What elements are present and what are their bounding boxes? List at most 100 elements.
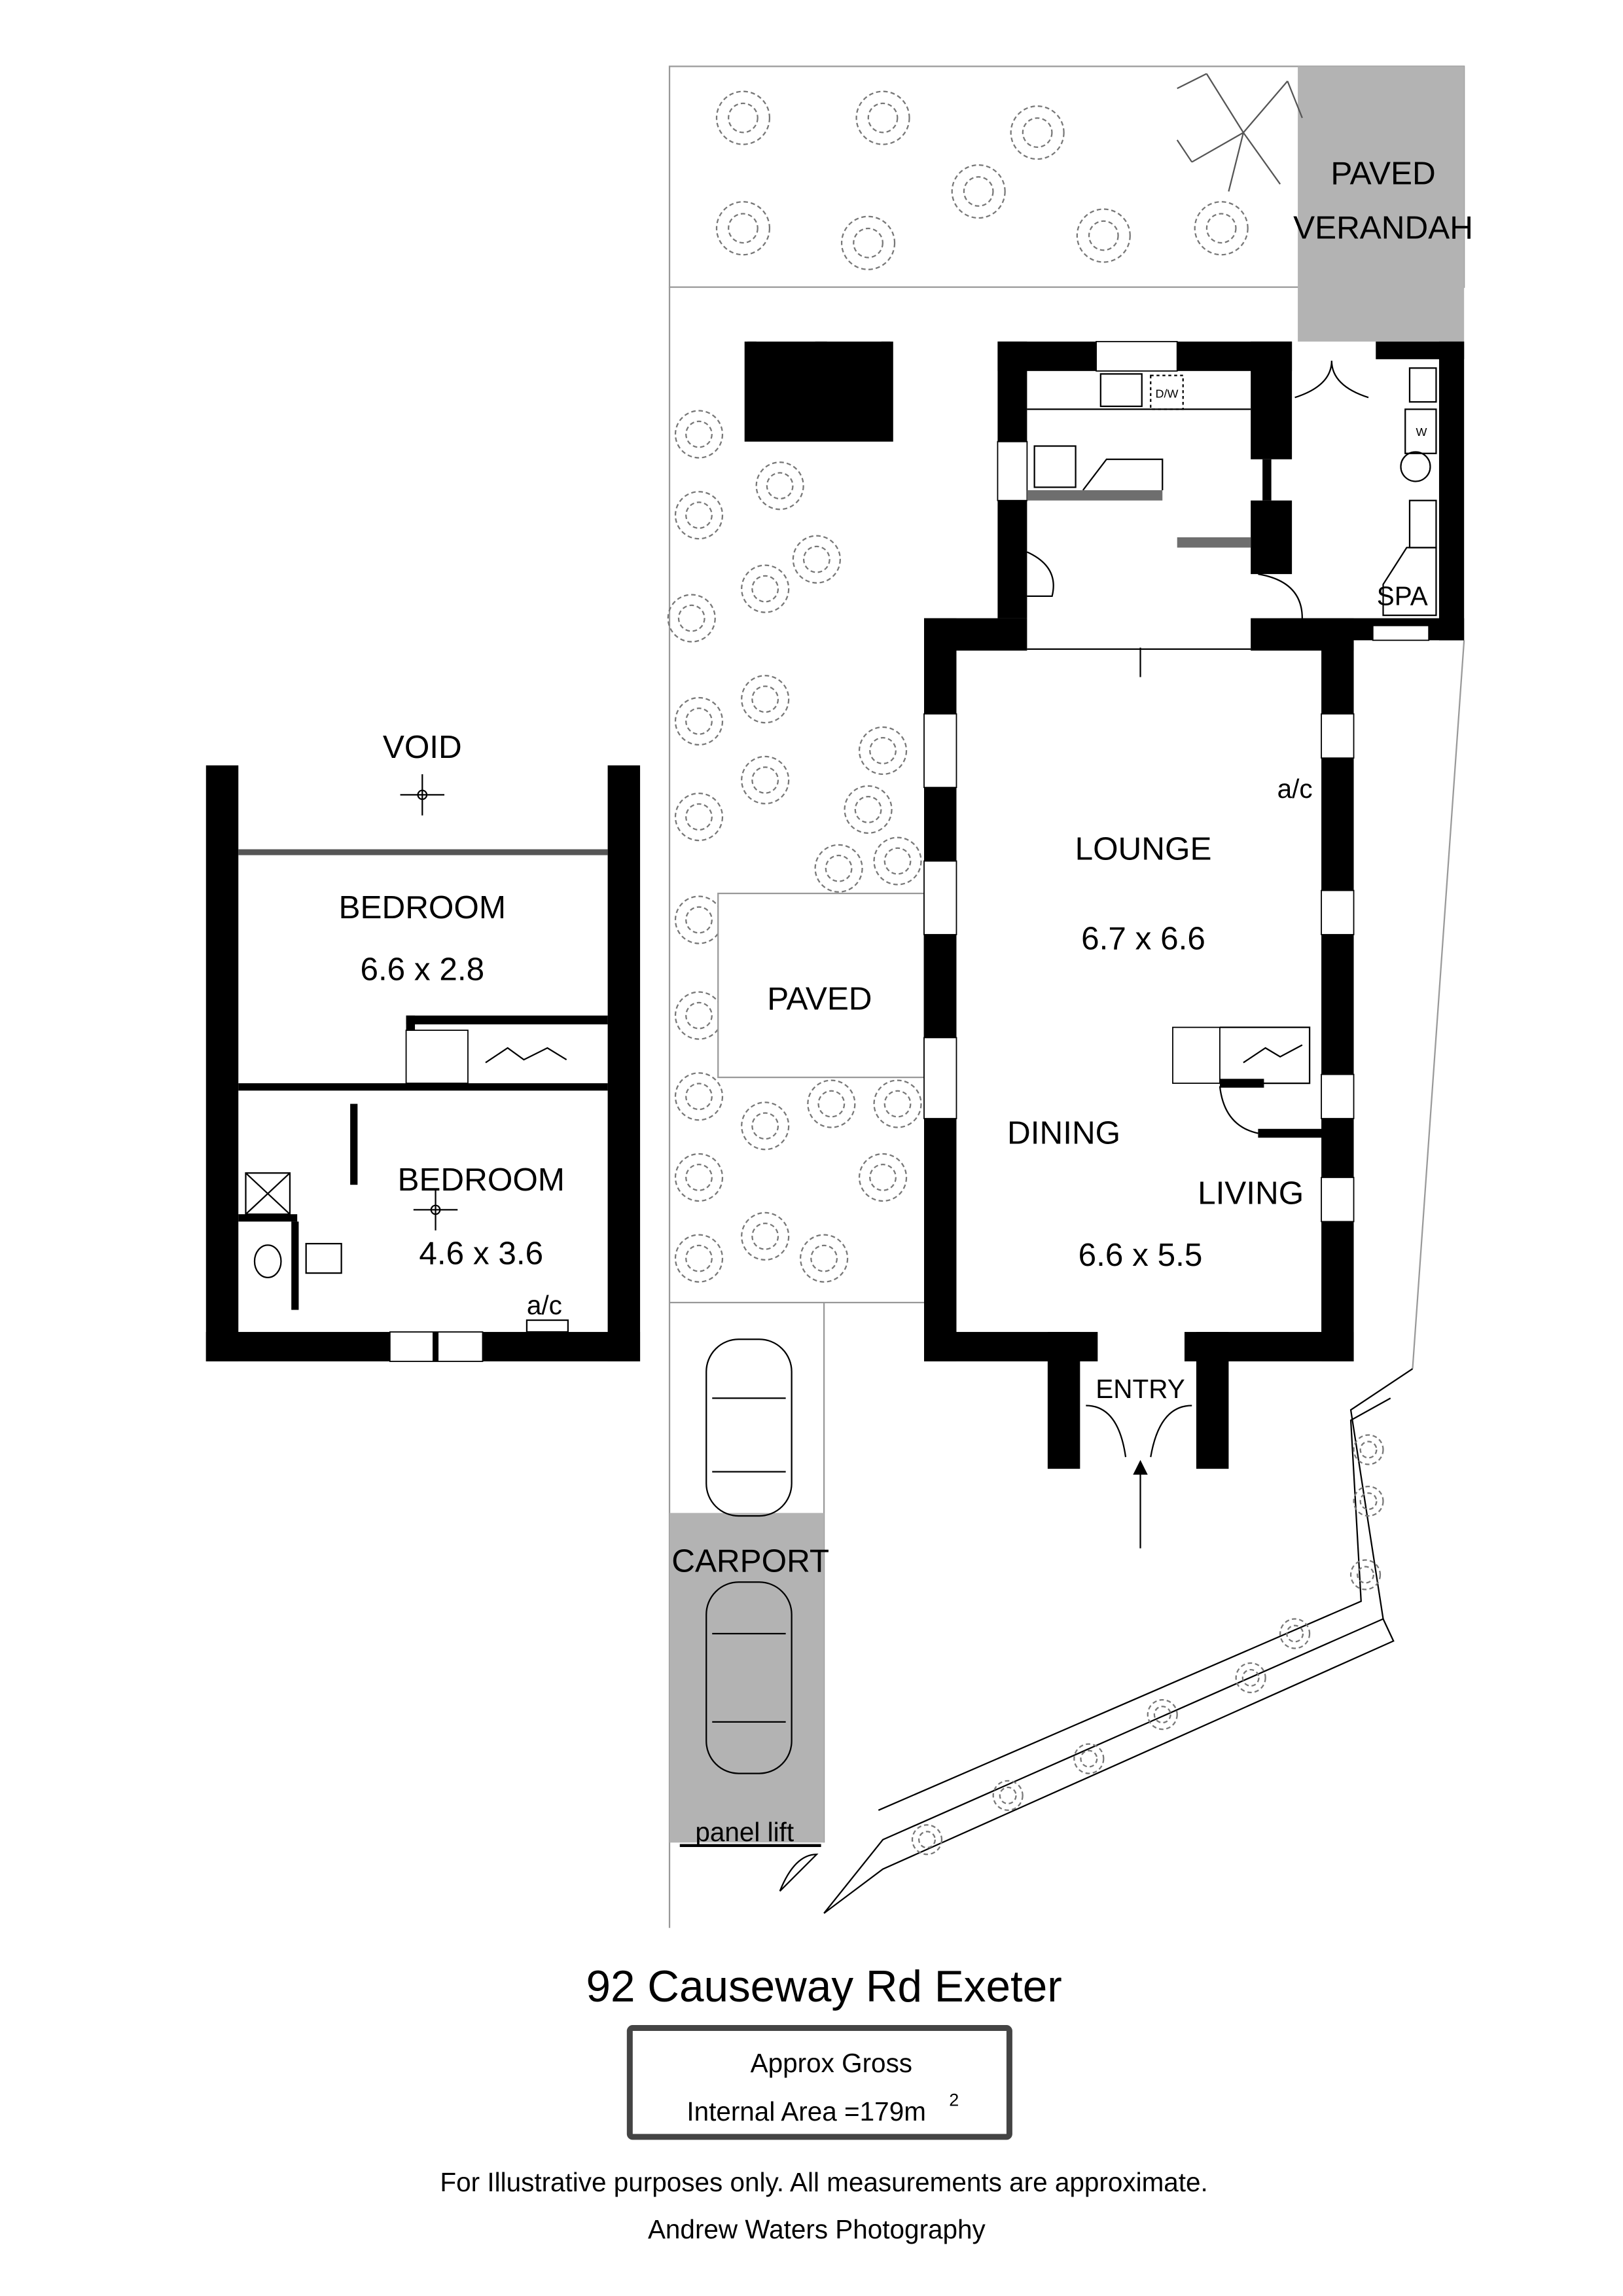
car-icon <box>705 1338 793 1774</box>
shrub-icon <box>766 472 794 500</box>
shrub-icon <box>1241 1668 1260 1687</box>
bare-tree-icon <box>1176 73 1303 192</box>
cooktop-icon <box>1033 445 1077 488</box>
shrub-icon <box>728 213 758 244</box>
shrub-icon <box>951 164 1006 219</box>
shrub-icon <box>814 844 863 893</box>
shrub-icon <box>1022 117 1053 148</box>
living-size: 6.6 x 5.5 <box>1079 1237 1203 1273</box>
shrub-icon <box>1286 1624 1304 1643</box>
shrub-icon <box>751 685 779 713</box>
washer-label: W <box>1416 425 1427 439</box>
house-windows <box>923 713 1355 1223</box>
shrub-icon <box>802 545 830 573</box>
dishwasher-label: D/W <box>1156 387 1179 400</box>
shrub-icon <box>685 708 713 735</box>
shrub-icon <box>855 90 910 145</box>
shrub-icon <box>741 564 790 613</box>
toilet-icon <box>1400 451 1431 482</box>
paved-verandah <box>1298 66 1465 342</box>
trees <box>667 90 1384 1856</box>
area-line2: Internal Area =179m <box>687 2096 926 2126</box>
carport <box>669 1513 825 1843</box>
shrub-icon <box>854 795 882 823</box>
shrub-icon <box>1279 1618 1311 1649</box>
paved-label: PAVED <box>1330 155 1435 191</box>
shrub-icon <box>1205 213 1237 244</box>
ensuite-fixtures <box>245 1172 342 1278</box>
area-box <box>626 2025 1012 2140</box>
shrub-icon <box>674 793 724 842</box>
shrub-icon <box>999 1786 1017 1804</box>
basin-icon <box>1408 499 1437 548</box>
bedroom2-label: BEDROOM <box>397 1162 565 1198</box>
shrub-icon <box>715 201 771 256</box>
shrub-icon <box>867 102 899 134</box>
upper-ac-label: a/c <box>527 1290 562 1320</box>
entry-arrow-icon <box>1133 1460 1148 1549</box>
shrub-icon <box>751 1112 779 1140</box>
bedroom1-label: BEDROOM <box>339 889 507 925</box>
shrub-icon <box>755 461 804 511</box>
spa-label: SPA <box>1377 581 1428 611</box>
living-label: LIVING <box>1198 1175 1304 1211</box>
shrub-icon <box>1349 1559 1382 1590</box>
shrub-icon <box>810 1244 838 1272</box>
shrub-icon <box>715 90 771 145</box>
shrub-icon <box>1194 201 1249 256</box>
shrub-icon <box>853 227 883 259</box>
area-line1: Approx Gross <box>751 2048 912 2078</box>
shrub-icon <box>685 1164 713 1191</box>
spa-window <box>1372 624 1430 641</box>
shrub-icon <box>741 755 790 804</box>
shrub-icon <box>667 594 716 643</box>
shrub-icon <box>883 847 912 875</box>
shrub-icon <box>1010 105 1065 160</box>
shrub-icon <box>741 675 790 724</box>
void-label: VOID <box>383 729 462 765</box>
lounge-size: 6.7 x 6.6 <box>1081 920 1205 956</box>
carport-label: CARPORT <box>671 1543 829 1579</box>
shrub-icon <box>840 215 896 270</box>
bins <box>744 341 893 442</box>
shrub-icon <box>685 420 713 448</box>
shrub-icon <box>1088 220 1119 251</box>
kitchen-window <box>1096 340 1178 372</box>
shrub-icon <box>800 1234 849 1283</box>
shrub-icon <box>992 1780 1024 1811</box>
shrub-icon <box>674 696 724 746</box>
shrub-icon <box>817 1090 846 1118</box>
shrub-icon <box>685 1001 713 1030</box>
dining-label: DINING <box>1007 1115 1120 1151</box>
main-walls <box>924 618 1354 1469</box>
shrub-icon <box>751 1222 779 1250</box>
shrub-icon <box>873 1079 922 1128</box>
shrub-icon <box>728 102 758 134</box>
shrub-icon <box>911 1824 943 1856</box>
shrub-icon <box>844 785 893 834</box>
entry-label: ENTRY <box>1096 1374 1185 1404</box>
shrub-icon <box>792 535 841 584</box>
shrub-icon <box>1235 1662 1266 1694</box>
upper-walls <box>205 765 641 1362</box>
shrub-icon <box>677 604 705 632</box>
ac-label: a/c <box>1277 774 1313 804</box>
shrub-icon <box>869 1164 897 1191</box>
shrub-icon <box>1353 1434 1384 1465</box>
shrub-icon <box>674 410 724 459</box>
paved-area <box>717 892 925 1079</box>
verandah-label: VERANDAH <box>1293 209 1473 245</box>
shrub-icon <box>674 491 724 540</box>
ceiling-fan-icon <box>400 774 458 1230</box>
property-title: 92 Causeway Rd Exeter <box>586 1962 1062 2011</box>
shrub-icon <box>674 1072 724 1121</box>
shrub-icon <box>858 726 908 776</box>
shrub-icon <box>685 906 713 934</box>
shrub-icon <box>918 1831 936 1849</box>
staircase <box>1172 1026 1325 1138</box>
shrub-icon <box>685 501 713 529</box>
shrub-icon <box>674 991 724 1040</box>
bedroom1-size: 6.6 x 2.8 <box>360 952 484 988</box>
paved-area-label: PAVED <box>767 981 872 1017</box>
upper-stairs <box>405 1030 567 1084</box>
